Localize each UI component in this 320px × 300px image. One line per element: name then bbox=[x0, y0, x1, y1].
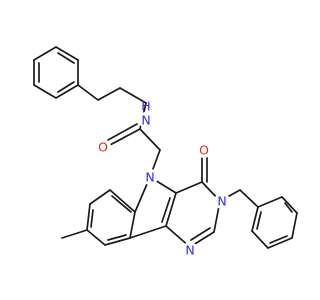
atom-O2-label: O bbox=[199, 143, 209, 158]
atom-N5-label: N bbox=[145, 170, 154, 185]
phenyl-ring-top bbox=[33, 46, 79, 99]
atom-N1-label: N bbox=[185, 243, 194, 258]
molecule-structure: O N H N O N N bbox=[33, 46, 298, 258]
atom-O2: O bbox=[196, 142, 212, 158]
amide-group bbox=[107, 102, 161, 178]
atom-N5: N bbox=[142, 169, 158, 185]
atom-O1: O bbox=[95, 139, 111, 155]
atom-N1: N bbox=[182, 242, 198, 258]
atom-NH: N H bbox=[138, 99, 154, 128]
atom-NH-hydrogen: H bbox=[141, 99, 150, 114]
benzyl-group bbox=[219, 189, 298, 249]
pyrimidinone-ring bbox=[165, 153, 221, 248]
atom-NH-label: N bbox=[141, 113, 150, 128]
atom-N3-label: N bbox=[217, 194, 226, 209]
ethyl-linker bbox=[77, 84, 147, 104]
atom-N3: N bbox=[214, 193, 230, 209]
atom-O1-label: O bbox=[98, 140, 108, 155]
indole-benzene-ring bbox=[61, 189, 136, 246]
